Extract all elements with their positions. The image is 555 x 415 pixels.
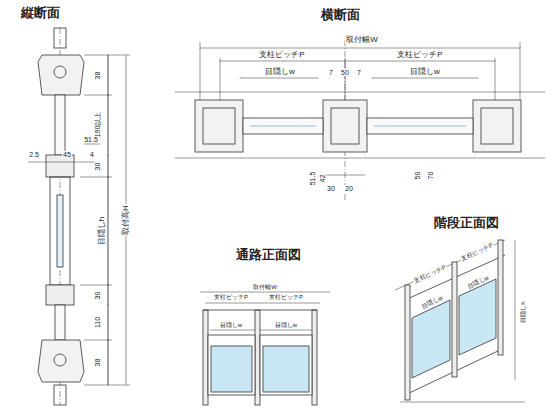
dimension-label: 支柱ピッチP [396, 51, 443, 59]
dimension-label: 7 [356, 69, 362, 76]
dimension-label: 目隠しh [98, 216, 106, 246]
dimension-label: 51.5 [310, 170, 317, 186]
view-title: 階段正面図 [433, 216, 500, 229]
dimension-label: 目隠しw [409, 68, 441, 76]
dimension-label: 30 [94, 161, 101, 171]
dimension-label: 50 [340, 69, 350, 76]
dimension-label: 4 [89, 151, 95, 158]
dimension-label: 30 [326, 185, 336, 192]
view-title: 通路正面図 [235, 248, 302, 261]
dimension-label: 42 [319, 173, 326, 183]
dimension-label: 45 [62, 151, 72, 158]
dimension-label: 7 [328, 69, 334, 76]
dimension-label: 支柱ピッチP [258, 51, 305, 59]
dimension-label: 目隠しw [274, 322, 298, 328]
dimension-label: 110 [94, 315, 101, 328]
dimension-label: 取付高H [122, 204, 130, 236]
dimension-label: 取付幅W [252, 284, 278, 290]
dimension-label: 目隠しh [520, 300, 526, 323]
dimension-label: 2.5 [28, 151, 40, 158]
dimension-label: 支柱ピッチP [412, 264, 447, 285]
dimension-label: 51.5 [83, 136, 99, 143]
dimension-label: 38 [94, 357, 101, 367]
dimension-label: 20 [344, 185, 354, 192]
view-title: 縦断面 [20, 6, 61, 19]
dimension-label: 50 [414, 170, 421, 180]
dimension-label: 190以上 [95, 110, 102, 138]
dimension-label: 支柱ピッチP [459, 242, 494, 263]
dimension-label: 38 [94, 70, 101, 80]
dimension-label: 目隠しw [264, 68, 296, 76]
view-title: 横断面 [320, 8, 361, 21]
dimension-label: 70 [427, 170, 434, 180]
dimension-label: 支柱ピッチP [268, 294, 304, 300]
dimension-label: 支柱ピッチP [213, 294, 249, 300]
dimension-label: 目隠しw [219, 322, 243, 328]
dimension-label: 30 [94, 290, 101, 300]
dimension-label: 取付幅W [345, 36, 379, 44]
